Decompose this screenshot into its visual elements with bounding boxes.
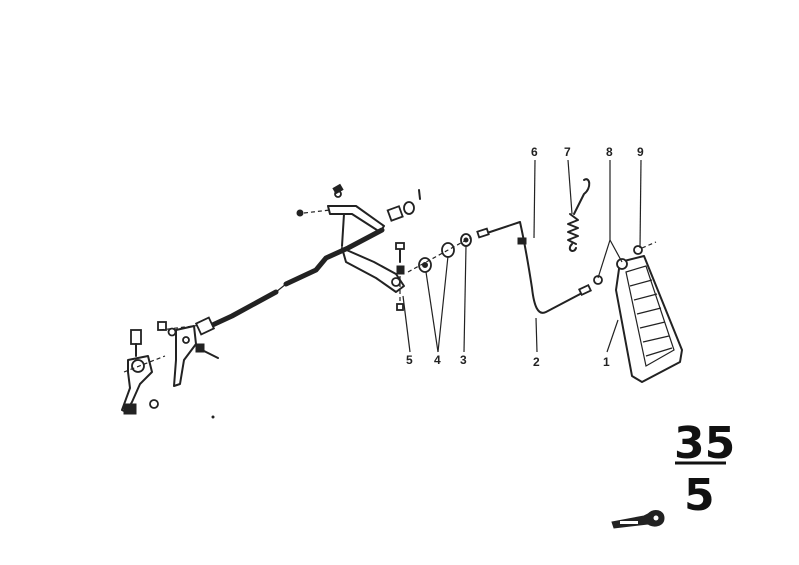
key-icon	[611, 510, 665, 529]
page-number: 35 5	[674, 418, 735, 521]
tension-spring	[567, 178, 591, 252]
callout-7: 7	[564, 145, 571, 159]
bell-crank	[296, 183, 421, 311]
callout-1: 1	[603, 355, 610, 369]
callout-8: 8	[606, 145, 613, 159]
callout-2: 2	[533, 355, 540, 369]
page-number-bottom: 5	[684, 470, 715, 521]
leader-lines	[402, 159, 642, 353]
accelerator-rod	[476, 221, 592, 314]
callout-6: 6	[531, 145, 538, 159]
pushrod-shaft	[194, 227, 385, 336]
accelerator-pedal	[593, 241, 683, 383]
callout-5: 5	[406, 353, 413, 367]
callout-3: 3	[460, 353, 467, 367]
page-number-top: 35	[674, 418, 735, 469]
callout-4: 4	[434, 353, 441, 367]
callout-labels: 6 7 8 9 5 4 3 2 1	[406, 145, 644, 369]
callout-9: 9	[637, 145, 644, 159]
bracket-assembly	[121, 321, 219, 419]
bushes	[407, 233, 472, 273]
